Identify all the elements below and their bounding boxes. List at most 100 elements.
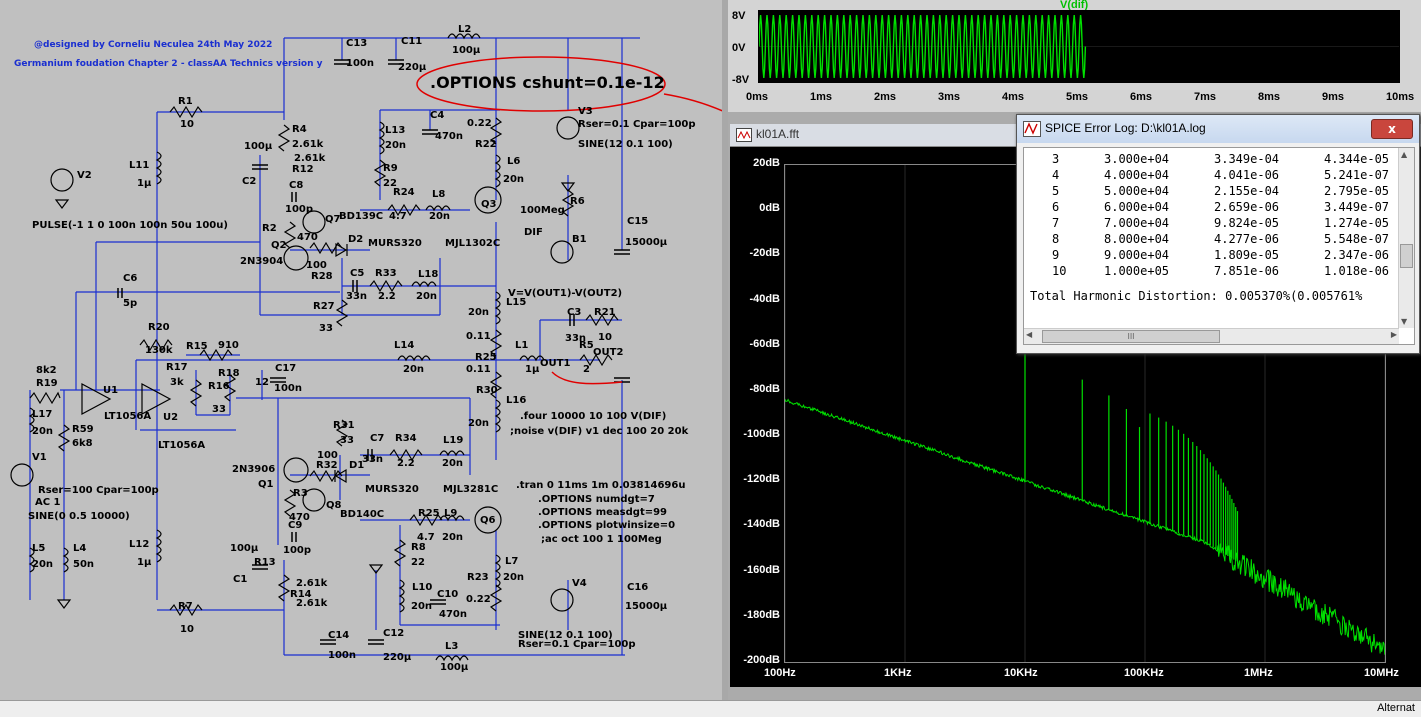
component-label[interactable]: C3 [567, 307, 581, 318]
component-label[interactable]: 33 [340, 435, 354, 446]
component-label[interactable]: 10 [180, 119, 194, 130]
transient-plot-area[interactable] [758, 10, 1400, 83]
scroll-left-icon[interactable]: ◀ [1026, 330, 1032, 339]
component-label[interactable]: C10 [437, 589, 458, 600]
component-label[interactable]: 20n [468, 418, 489, 429]
component-label[interactable]: MURS320 [365, 484, 419, 495]
component-label[interactable]: R18 [218, 368, 240, 379]
component-label[interactable]: 100n [346, 58, 374, 69]
component-label[interactable]: 2 [583, 364, 590, 375]
component-label[interactable]: C14 [328, 630, 349, 641]
component-label[interactable]: 470 [297, 232, 318, 243]
component-label[interactable]: C1 [233, 574, 247, 585]
component-label[interactable]: 220µ [383, 652, 411, 663]
component-label[interactable]: .four 10000 10 100 V(DIF) [520, 411, 666, 422]
component-label[interactable]: OUT1 [540, 358, 570, 369]
component-label[interactable]: LT1056A [158, 440, 205, 451]
component-label[interactable]: R17 [166, 362, 188, 373]
vertical-scrollbar[interactable]: ▲ ▼ [1398, 148, 1414, 328]
component-label[interactable]: L12 [129, 539, 149, 550]
component-label[interactable]: L6 [507, 156, 520, 167]
component-label[interactable]: 50n [73, 559, 94, 570]
component-label[interactable]: V2 [77, 170, 92, 181]
horizontal-scrollbar[interactable]: ◀ III ▶ [1024, 328, 1399, 344]
component-label[interactable]: 5p [123, 298, 137, 309]
component-label[interactable]: 0.11 [466, 364, 491, 375]
component-label[interactable]: 20n [503, 174, 524, 185]
component-label[interactable]: OUT2 [593, 347, 623, 358]
component-label[interactable]: C5 [350, 268, 364, 279]
component-label[interactable]: R8 [411, 542, 426, 553]
component-label[interactable]: DIF [524, 227, 543, 238]
component-label[interactable]: 20n [32, 559, 53, 570]
component-label[interactable]: MJL1302C [445, 238, 500, 249]
scroll-right-icon[interactable]: ▶ [1391, 330, 1397, 339]
component-label[interactable]: 100µ [230, 543, 258, 554]
component-label[interactable]: R2 [262, 223, 277, 234]
component-label[interactable]: 8k2 [36, 365, 57, 376]
component-label[interactable]: L13 [385, 125, 405, 136]
component-label[interactable]: R30 [476, 385, 498, 396]
component-label[interactable]: L2 [458, 24, 471, 35]
component-label[interactable]: Rser=0.1 Cpar=100p [518, 639, 636, 650]
component-label[interactable]: C16 [627, 582, 648, 593]
component-label[interactable]: R1 [178, 96, 193, 107]
component-label[interactable]: BD139C [339, 211, 383, 222]
component-label[interactable]: 20n [411, 601, 432, 612]
component-label[interactable]: 100µ [452, 45, 480, 56]
component-label[interactable]: 15000µ [625, 237, 667, 248]
component-label[interactable]: R27 [313, 301, 335, 312]
component-label[interactable]: D2 [348, 234, 363, 245]
component-label[interactable]: .OPTIONS plotwinsize=0 [538, 520, 675, 531]
component-label[interactable]: SINE(0 0.5 10000) [28, 511, 130, 522]
component-label[interactable]: LT1056A [104, 411, 151, 422]
component-label[interactable]: B1 [572, 234, 587, 245]
component-label[interactable]: 20n [468, 307, 489, 318]
component-label[interactable]: D1 [349, 460, 364, 471]
component-label[interactable]: Rser=100 Cpar=100p [38, 485, 159, 496]
component-label[interactable]: .tran 0 11ms 1m 0.03814696u [516, 480, 685, 491]
component-label[interactable]: R25 [475, 352, 497, 363]
component-label[interactable]: 20n [503, 572, 524, 583]
component-label[interactable]: 15000µ [625, 601, 667, 612]
component-label[interactable]: 2.2 [378, 291, 396, 302]
component-label[interactable]: 2.2 [397, 458, 415, 469]
component-label[interactable]: 130k [145, 345, 173, 356]
component-label[interactable]: 470n [435, 131, 463, 142]
component-label[interactable]: 12 [255, 377, 269, 388]
component-label[interactable]: C8 [289, 180, 303, 191]
component-label[interactable]: SINE(12 0.1 100) [578, 139, 673, 150]
component-label[interactable]: L10 [412, 582, 432, 593]
component-label[interactable]: C11 [401, 36, 422, 47]
error-log-titlebar[interactable]: SPICE Error Log: D:\kl01A.log x [1017, 115, 1419, 143]
component-label[interactable]: 20n [416, 291, 437, 302]
component-label[interactable]: C17 [275, 363, 296, 374]
component-label[interactable]: L11 [129, 160, 149, 171]
component-label[interactable]: U2 [163, 412, 178, 423]
options-cshunt-directive[interactable]: .OPTIONS cshunt=0.1e-12 [430, 73, 665, 92]
component-label[interactable]: C7 [370, 433, 384, 444]
component-label[interactable]: V3 [578, 106, 593, 117]
component-label[interactable]: L15 [506, 297, 526, 308]
error-log-text[interactable]: 33.000e+043.349e-044.344e-0544.000e+044.… [1023, 147, 1415, 345]
scroll-thumb[interactable] [1400, 244, 1413, 268]
component-label[interactable]: MURS320 [368, 238, 422, 249]
component-label[interactable]: L1 [515, 340, 528, 351]
component-label[interactable]: C12 [383, 628, 404, 639]
component-label[interactable]: R20 [148, 322, 170, 333]
component-label[interactable]: 4.7 [389, 211, 407, 222]
component-label[interactable]: R25 [418, 508, 440, 519]
component-label[interactable]: L4 [73, 543, 86, 554]
component-label[interactable]: R9 [383, 163, 398, 174]
component-label[interactable]: R4 [292, 124, 307, 135]
component-label[interactable]: Q1 [258, 479, 273, 490]
component-label[interactable]: R7 [178, 601, 193, 612]
component-label[interactable]: 100p [283, 545, 311, 556]
component-label[interactable]: R33 [375, 268, 397, 279]
component-label[interactable]: 20n [442, 532, 463, 543]
component-label[interactable]: 2N3904 [240, 256, 283, 267]
component-label[interactable]: C9 [288, 520, 302, 531]
component-label[interactable]: BD140C [340, 509, 384, 520]
component-label[interactable]: 20n [32, 426, 53, 437]
component-label[interactable]: L3 [445, 641, 458, 652]
